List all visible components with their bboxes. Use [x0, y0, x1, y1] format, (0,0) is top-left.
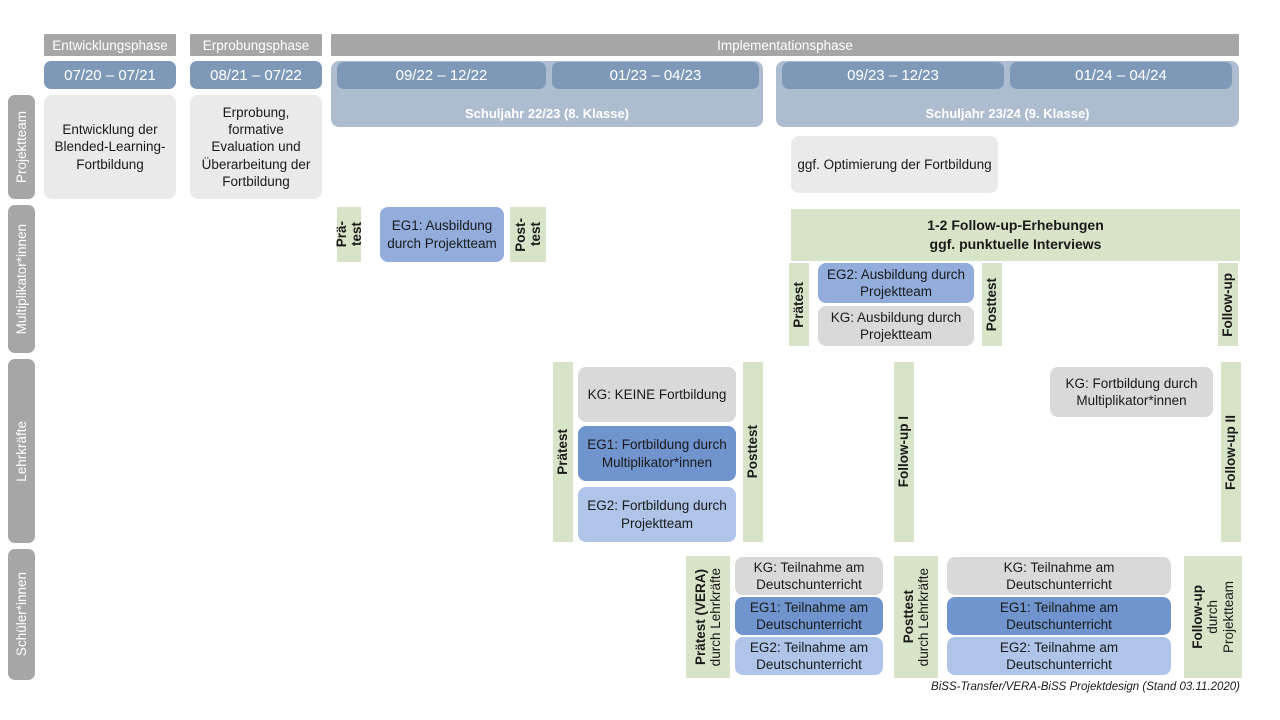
schoolyear-label: Schuljahr 23/24 (9. Klasse) [925, 106, 1090, 121]
period-bar-4: 09/23 – 12/23 [782, 62, 1004, 89]
box-label: EG2: Ausbildung durch Projektteam [826, 266, 966, 299]
praetest-label: Prätest [791, 281, 807, 328]
period-label: 09/22 – 12/22 [395, 67, 488, 84]
period-bar-3: 01/23 – 04/23 [552, 62, 759, 89]
lehrkraefte-kg-fortbildung-box: KG: Fortbildung durch Multiplikator*inne… [1050, 367, 1213, 417]
schueler-posttest-bar: Posttest durch Lehrkräfte [894, 556, 938, 678]
row-label-text: Projektteam [13, 110, 29, 184]
projektteam-entwicklung-box: Entwicklung der Blended-Learning-Fortbil… [44, 95, 176, 199]
posttest-label-line1: Post- [512, 217, 528, 252]
schueler-followup-bar: Follow-up durch Projektteam [1184, 556, 1242, 678]
multiplikator-eg2-box: EG2: Ausbildung durch Projektteam [818, 263, 974, 303]
schueler-eg2-box-2: EG2: Teilnahme am Deutschunterricht [947, 637, 1171, 675]
multiplikator-followup-bar: Follow-up [1218, 263, 1238, 346]
banner-line-2: ggf. punktuelle Interviews [929, 236, 1102, 252]
multiplikator-posttest2-bar: Posttest [982, 263, 1002, 346]
phase-header-erprobungsphase: Erprobungsphase [190, 34, 322, 56]
period-bar-5: 01/24 – 04/24 [1010, 62, 1232, 89]
phase-header-label: Entwicklungsphase [52, 37, 168, 53]
schueler-kg-box-1: KG: Teilnahme am Deutschunterricht [735, 557, 883, 595]
schoolyear-label: Schuljahr 22/23 (8. Klasse) [464, 106, 630, 121]
phase-header-entwicklungsphase: Entwicklungsphase [44, 34, 176, 56]
footer-text: BiSS-Transfer/VERA-BiSS Projektdesign (S… [931, 681, 1240, 693]
row-label-multiplikatorinnen: Multiplikator*innen [8, 205, 35, 353]
schueler-eg1-box-1: EG1: Teilnahme am Deutschunterricht [735, 597, 883, 635]
box-label: KG: KEINE Fortbildung [587, 386, 727, 402]
phase-header-label: Implementationsphase [717, 37, 853, 53]
posttest-label: Posttest [745, 425, 761, 479]
box-label: Entwicklung der Blended-Learning-Fortbil… [54, 122, 166, 172]
multiplikator-praetest-bar: Prä- test [333, 207, 364, 262]
box-label: ggf. Optimierung der Fortbildung [797, 156, 992, 172]
box-label: EG2: Teilnahme am Deutschunterricht [999, 639, 1119, 672]
lehrkraefte-eg1-box: EG1: Fortbildung durch Multiplikator*inn… [578, 426, 736, 481]
schueler-eg1-box-2: EG1: Teilnahme am Deutschunterricht [947, 597, 1171, 635]
footer-caption: BiSS-Transfer/VERA-BiSS Projektdesign (S… [780, 681, 1240, 699]
multiplikator-posttest-bar: Post- test [510, 207, 546, 262]
lehrkraefte-followup1-bar: Follow-up I [894, 362, 914, 542]
praetest-label-line1: Prä- [333, 221, 349, 248]
followup-label: Follow-up [1220, 272, 1236, 337]
box-label: EG1: Teilnahme am Deutschunterricht [749, 599, 869, 632]
period-bar-0: 07/20 – 07/21 [44, 61, 176, 89]
followup2-label: Follow-up II [1223, 414, 1239, 490]
multiplikator-praetest2-bar: Prätest [789, 263, 809, 346]
followup-sublabel-1: durch [1205, 600, 1221, 634]
period-label: 07/20 – 07/21 [64, 66, 156, 84]
phase-header-implementationsphase: Implementationsphase [331, 34, 1239, 56]
period-label: 09/23 – 12/23 [847, 67, 939, 84]
box-label: EG2: Teilnahme am Deutschunterricht [749, 639, 869, 672]
lehrkraefte-posttest-bar: Posttest [743, 362, 763, 542]
row-label-schuelerinnen: Schüler*innen [8, 549, 35, 680]
box-label: KG: Teilnahme am Deutschunterricht [1003, 559, 1115, 592]
schueler-kg-box-2: KG: Teilnahme am Deutschunterricht [947, 557, 1171, 595]
box-label: EG1: Teilnahme am Deutschunterricht [999, 599, 1119, 632]
period-label: 08/21 – 07/22 [210, 66, 302, 84]
banner-line-1: 1-2 Follow-up-Erhebungen [927, 217, 1104, 234]
followup-label: Follow-up [1189, 585, 1205, 649]
posttest-label: Posttest [900, 590, 916, 644]
row-label-text: Lehrkräfte [13, 420, 29, 482]
praetest-sublabel: durch Lehrkräfte [708, 567, 723, 667]
box-label: EG1: Fortbildung durch Multiplikator*inn… [587, 437, 727, 470]
period-label: 01/24 – 04/24 [1075, 67, 1167, 84]
schueler-praetest-bar: Prätest (VERA) durch Lehrkräfte [686, 556, 730, 678]
posttest-label-line2: test [528, 222, 543, 247]
multiplikator-eg1-box: EG1: Ausbildung durch Projektteam [380, 207, 504, 262]
praetest-label: Prätest [555, 429, 571, 475]
row-label-text: Schüler*innen [13, 572, 29, 657]
box-label: KG: Fortbildung durch Multiplikator*inne… [1065, 375, 1198, 408]
multiplikator-kg-box: KG: Ausbildung durch Projektteam [818, 306, 974, 346]
praetest-label-line2: test [349, 222, 364, 247]
box-label: KG: Teilnahme am Deutschunterricht [753, 559, 865, 592]
posttest-sublabel: durch Lehrkräfte [916, 567, 931, 667]
projektteam-optimierung-box: ggf. Optimierung der Fortbildung [791, 136, 998, 193]
box-label: EG1: Ausbildung durch Projektteam [387, 218, 497, 251]
box-label: Erprobung, formative Evaluation und Über… [201, 104, 311, 189]
row-label-lehrkraefte: Lehrkräfte [8, 359, 35, 543]
phase-header-label: Erprobungsphase [202, 37, 310, 53]
praetest-label: Prätest (VERA) [692, 568, 708, 666]
multiplikator-followup-banner: 1-2 Follow-up-Erhebungen ggf. punktuelle… [791, 209, 1240, 261]
lehrkraefte-eg2-box: EG2: Fortbildung durch Projektteam [578, 487, 736, 542]
period-bar-2: 09/22 – 12/22 [337, 62, 546, 89]
followup-sublabel-2: Projektteam [1220, 580, 1236, 654]
posttest-label: Posttest [984, 277, 1000, 332]
row-label-text: Multiplikator*innen [13, 223, 29, 335]
period-label: 01/23 – 04/23 [609, 67, 702, 84]
row-label-projektteam: Projektteam [8, 95, 35, 199]
box-label: KG: Ausbildung durch Projektteam [830, 309, 962, 342]
followup1-label: Follow-up I [896, 416, 912, 488]
lehrkraefte-praetest-bar: Prätest [553, 362, 573, 542]
projektteam-erprobung-box: Erprobung, formative Evaluation und Über… [190, 95, 322, 199]
period-bar-1: 08/21 – 07/22 [190, 61, 322, 89]
box-label: EG2: Fortbildung durch Projektteam [587, 498, 727, 531]
lehrkraefte-followup2-bar: Follow-up II [1221, 362, 1241, 542]
schueler-eg2-box-1: EG2: Teilnahme am Deutschunterricht [735, 637, 883, 675]
lehrkraefte-kg-keine-box: KG: KEINE Fortbildung [578, 367, 736, 422]
